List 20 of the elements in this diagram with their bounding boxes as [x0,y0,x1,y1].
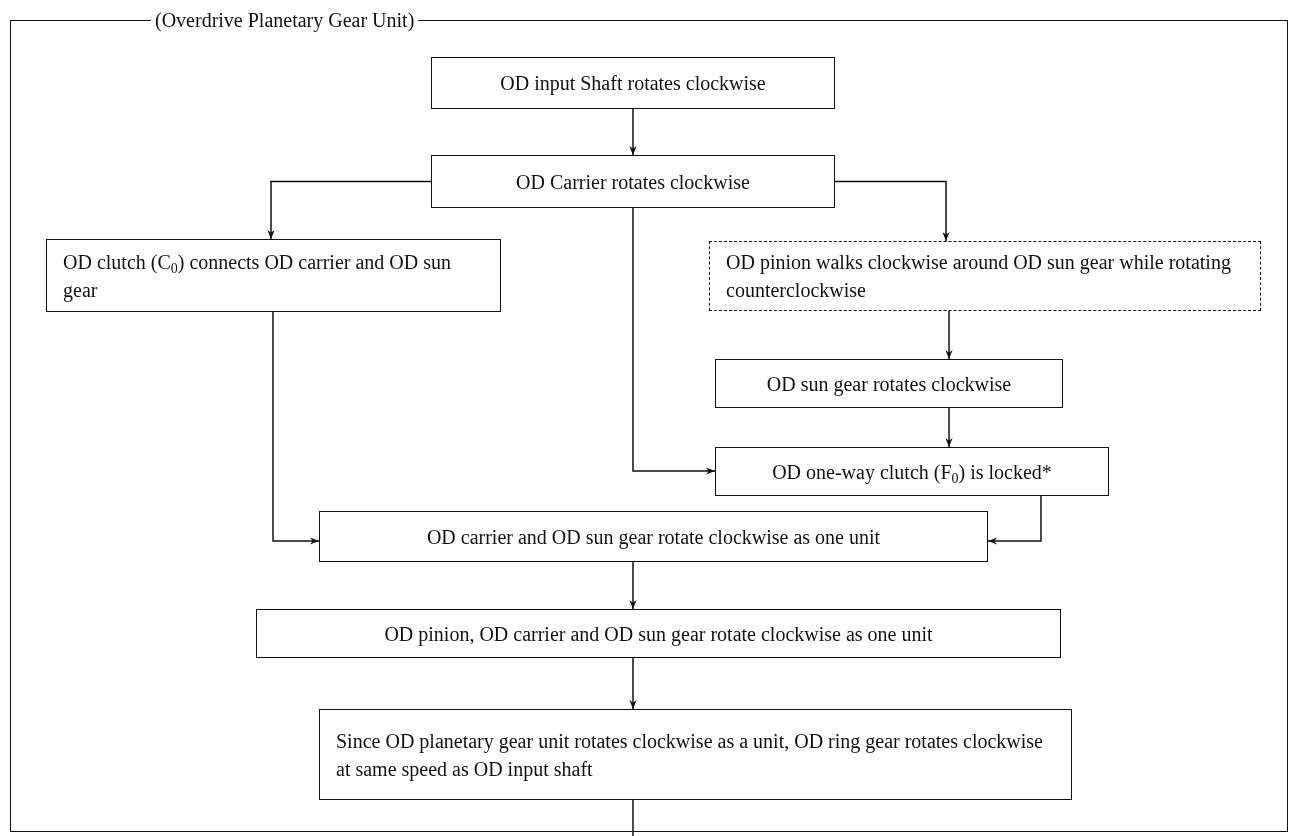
process-box: OD pinion walks clockwise around OD sun gear while rotating counterclockwise [709,241,1261,311]
arrow [629,108,637,156]
arrow [987,495,1042,545]
process-box: Since OD planetary gear unit rotates clockwise as a unit, OD ring gear rotates clockwise at same speed as OD input shaft [319,709,1072,800]
arrow [629,657,637,710]
arrow [267,180,432,240]
arrow [945,310,953,360]
arrow [834,180,950,242]
process-box: OD Carrier rotates clockwise [431,155,835,208]
process-box: OD sun gear rotates clockwise [715,359,1063,408]
process-box: OD carrier and OD sun gear rotate clockwise as one unit [319,511,988,562]
arrow [629,561,637,610]
arrow [632,207,716,475]
process-box: OD clutch (C$_{0}$) connects OD carrier and OD sun gear [46,239,501,312]
process-box: OD pinion, OD carrier and OD sun gear rotate clockwise as one unit [256,609,1061,658]
process-box: OD input Shaft rotates clockwise [431,57,835,109]
process-box: OD one-way clutch (F$_{0}$) is locked* [715,447,1109,496]
arrow [945,407,953,448]
arrow [272,311,320,545]
connector-line [632,799,634,836]
